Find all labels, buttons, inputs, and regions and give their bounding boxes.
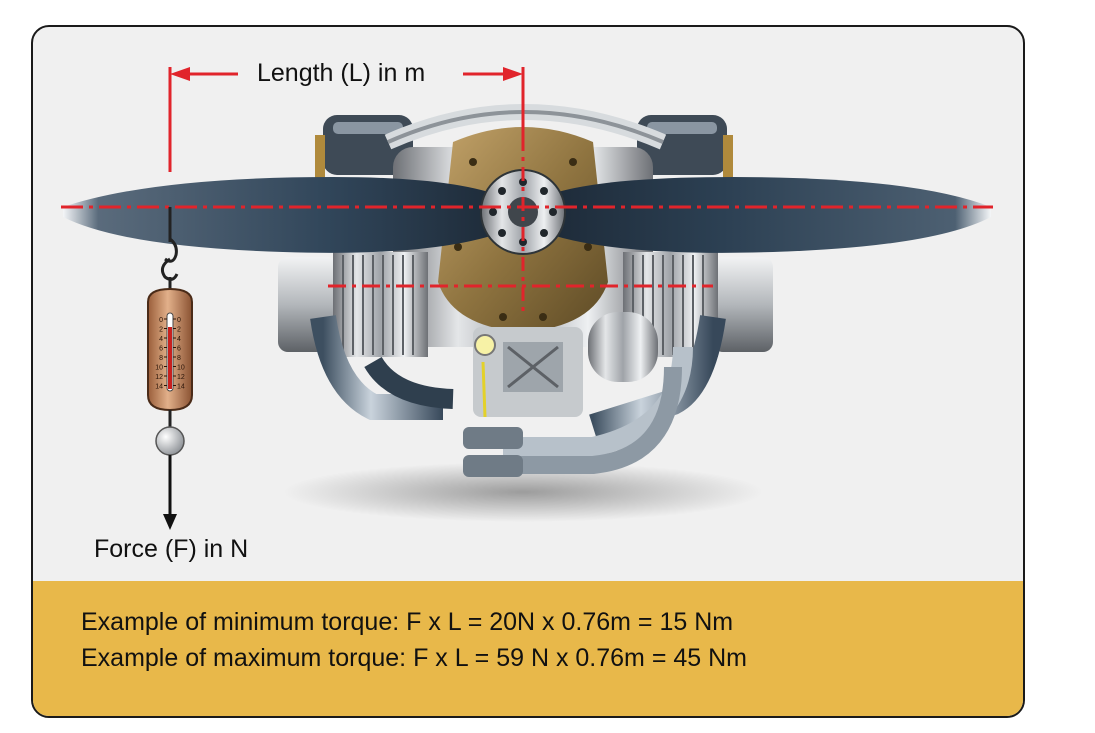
scale-tick-label-right: 0 bbox=[177, 317, 181, 324]
filter-canister bbox=[588, 312, 658, 382]
scale-tick-label-right: 14 bbox=[177, 384, 185, 391]
scale-tick-label-right: 12 bbox=[177, 374, 185, 381]
scale-tick-label-right: 8 bbox=[177, 355, 181, 362]
scale-tick-label-left: 12 bbox=[155, 374, 163, 381]
spring-scale-icon: 0 2 4 6 8 10 12 14 0 2 4 6 8 10 12 14 bbox=[147, 207, 193, 530]
dimension-arrowhead-right bbox=[503, 67, 523, 81]
scale-tick-label-left: 4 bbox=[159, 336, 163, 343]
scale-tick-label-left: 8 bbox=[159, 355, 163, 362]
scale-tick-label-right: 10 bbox=[177, 365, 185, 372]
scale-tick-label-left: 10 bbox=[155, 365, 163, 372]
minimum-torque-example: Example of minimum torque: F x L = 20N x… bbox=[81, 608, 734, 636]
torque-examples-panel: Example of minimum torque: F x L = 20N x… bbox=[33, 581, 1023, 716]
engine-shadow bbox=[283, 462, 763, 522]
scale-tick-label-right: 2 bbox=[177, 327, 181, 334]
exhaust-pipes bbox=[310, 314, 726, 477]
arrow-down-icon bbox=[163, 514, 177, 530]
engine-icon bbox=[278, 104, 773, 477]
scale-tick-label-left: 14 bbox=[155, 384, 163, 391]
cylinder-bank-left bbox=[278, 252, 428, 357]
scale-tick-label-left: 6 bbox=[159, 346, 163, 353]
scale-ticks-right: 0 2 4 6 8 10 12 14 bbox=[173, 317, 185, 391]
length-label: Length (L) in m bbox=[257, 59, 426, 87]
scale-tick-label-left: 2 bbox=[159, 327, 163, 334]
scale-tick-label-right: 6 bbox=[177, 346, 181, 353]
dimension-lines bbox=[61, 67, 993, 317]
scale-tick-label-right: 4 bbox=[177, 336, 181, 343]
scale-tick-label-left: 0 bbox=[159, 317, 163, 324]
torque-illustration: 0 2 4 6 8 10 12 14 0 2 4 6 8 10 12 14 bbox=[61, 67, 993, 530]
propeller-blade-right bbox=[543, 177, 991, 253]
force-label: Force (F) in N bbox=[94, 535, 249, 563]
hook-icon bbox=[160, 237, 179, 281]
dimension-arrowhead-left bbox=[170, 67, 190, 81]
propeller-blade-left bbox=[63, 177, 503, 253]
maximum-torque-example: Example of maximum torque: F x L = 59 N … bbox=[81, 644, 748, 672]
scale-ticks-left: 0 2 4 6 8 10 12 14 bbox=[155, 317, 167, 391]
propeller-icon bbox=[63, 169, 991, 255]
scale-weight-ball bbox=[155, 426, 185, 456]
